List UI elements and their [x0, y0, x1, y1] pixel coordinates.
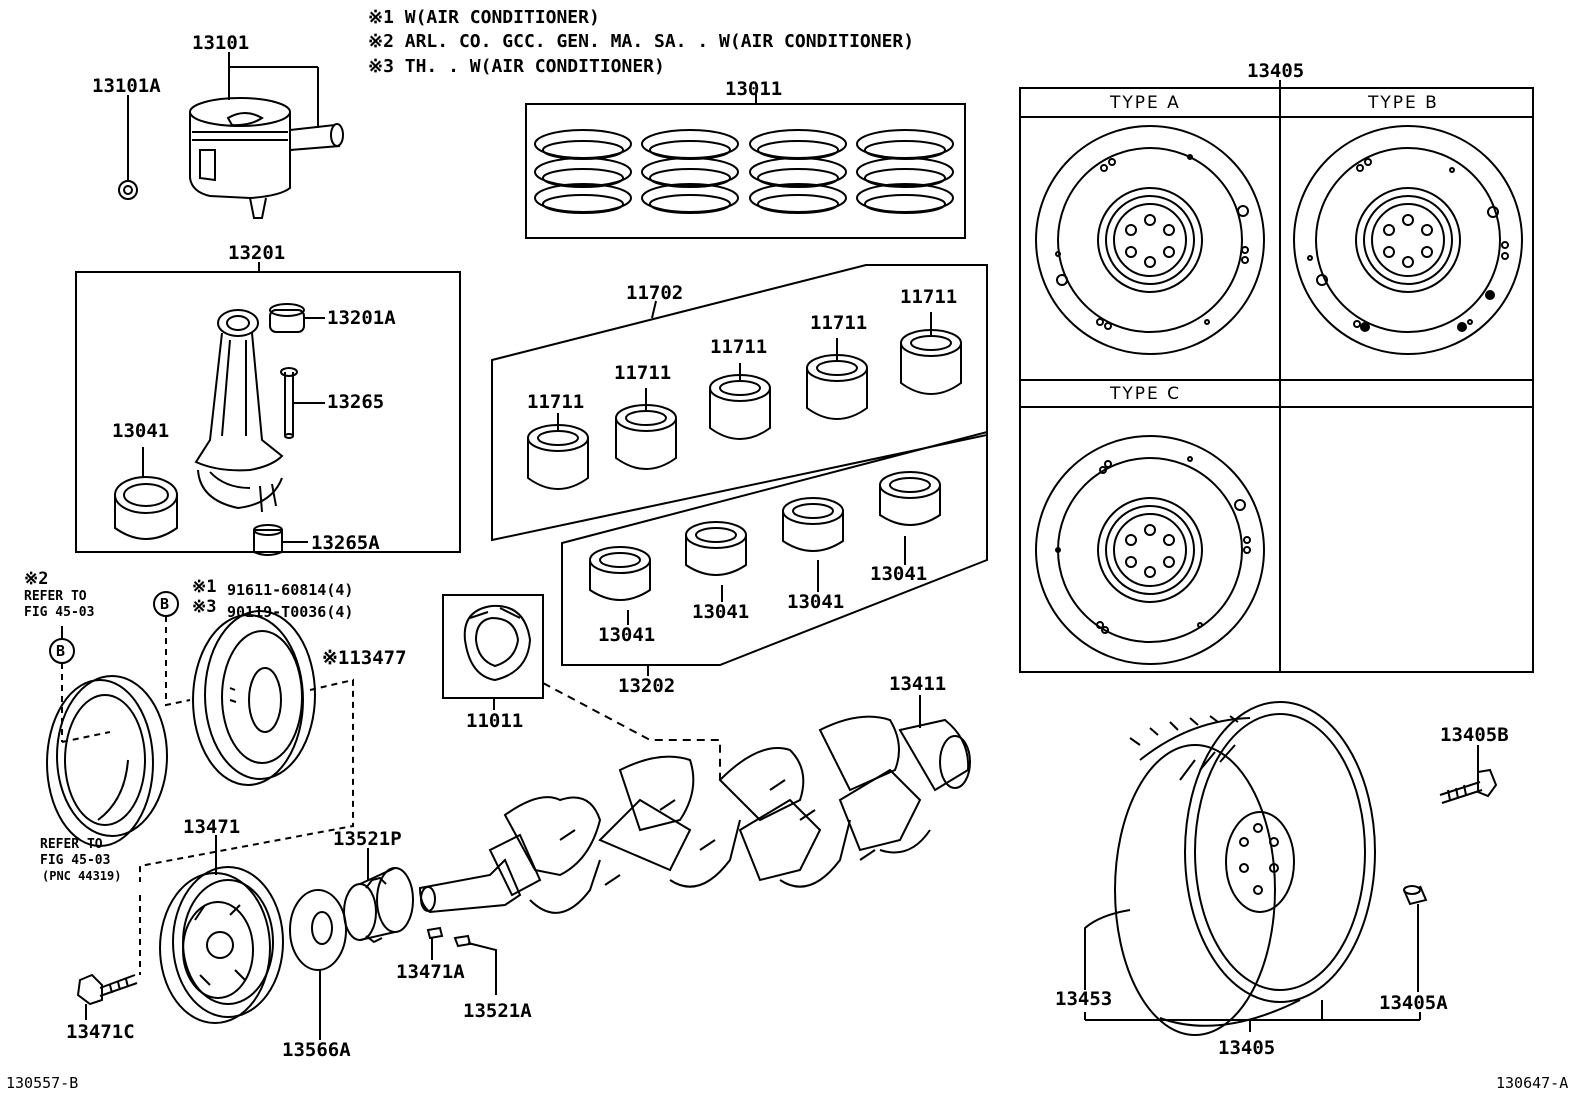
label-13566a: 13566A [282, 1039, 351, 1061]
label-bolt-91611: 91611-60814(4) [227, 581, 354, 599]
label-11711-2: 11711 [614, 362, 672, 384]
ref-mark2: ※2 [24, 569, 49, 589]
label-13101: 13101 [192, 32, 250, 54]
ref-bottom-line2: FIG 45-03 [40, 853, 111, 868]
label-13471: 13471 [183, 816, 241, 838]
rings-frame [526, 104, 965, 238]
bolt-13471c [78, 975, 137, 1004]
label-11702: 11702 [626, 282, 684, 304]
label-13411: 13411 [889, 673, 947, 695]
circle-b-right-text: B [160, 595, 170, 613]
pulley-b [47, 676, 167, 846]
thrust-washer [465, 606, 530, 680]
label-11711-5: 11711 [900, 286, 958, 308]
main-bearings-upper [528, 330, 961, 489]
flywheel-type-b [1294, 126, 1522, 354]
label-13041-rod: 13041 [112, 420, 170, 442]
label-13405-bottom: 13405 [1218, 1037, 1276, 1059]
lower-bearing-frame [562, 432, 987, 665]
rod-bearing [115, 477, 177, 539]
main-bearings-lower [590, 472, 940, 600]
label-11011: 11011 [466, 710, 524, 732]
label-13101a: 13101A [92, 75, 161, 97]
keys [428, 928, 470, 946]
label-mark1: ※1 [192, 577, 217, 597]
type-b-header: TYPE B [1368, 93, 1439, 113]
label-13405-top: 13405 [1247, 60, 1305, 82]
ref-bottom-line1: REFER TO [40, 837, 103, 852]
figure-id-right: 130647-A [1496, 1074, 1569, 1092]
label-13041-2: 13041 [692, 601, 750, 623]
label-11711-3: 11711 [710, 336, 768, 358]
label-13041-4: 13041 [870, 563, 928, 585]
label-13521a: 13521A [463, 1000, 532, 1022]
note-2: ※2 ARL. CO. GCC. GEN. MA. SA. . W(AIR CO… [368, 31, 915, 52]
piston-rings [535, 130, 953, 213]
label-13041-3: 13041 [787, 591, 845, 613]
label-13265a: 13265A [311, 532, 380, 554]
flywheel-type-a [1036, 126, 1264, 354]
ref-top-line2: FIG 45-03 [24, 605, 95, 620]
label-13201: 13201 [228, 242, 286, 264]
flywheel-3d [1115, 702, 1375, 1035]
pin-13405a [1404, 886, 1426, 904]
label-bolt-90119: 90119-T0036(4) [227, 603, 354, 621]
label-13405a: 13405A [1379, 992, 1448, 1014]
bolt-13405b [1440, 770, 1496, 803]
main-bearing-frame [492, 265, 987, 540]
piston-illustration [119, 98, 343, 218]
label-13453: 13453 [1055, 988, 1113, 1010]
label-13471a: 13471A [396, 961, 465, 983]
timing-gear-13521p [344, 868, 413, 942]
pulley-13477 [193, 611, 315, 785]
note-1: ※1 W(AIR CONDITIONER) [368, 7, 600, 28]
label-13521p: 13521P [333, 828, 402, 850]
flywheel-type-c [1036, 436, 1264, 664]
label-13471c: 13471C [66, 1021, 135, 1043]
type-c-header: TYPE C [1110, 384, 1182, 404]
label-13201a: 13201A [327, 307, 396, 329]
crank-pulley-13471 [160, 867, 283, 1023]
label-mark3: ※3 [192, 597, 217, 617]
connecting-rod [196, 304, 304, 555]
circle-b-left-text: B [56, 642, 66, 660]
conrod-frame [76, 272, 460, 552]
label-13405b: 13405B [1440, 724, 1509, 746]
label-13011: 13011 [725, 78, 783, 100]
note-3: ※3 TH. . W(AIR CONDITIONER) [368, 56, 665, 77]
crankshaft [420, 717, 970, 913]
washer-13566a [290, 890, 346, 970]
label-11711-4: 11711 [810, 312, 868, 334]
label-13041-1: 13041 [598, 624, 656, 646]
label-13477: ※113477 [322, 647, 407, 669]
thrust-washer-frame [443, 595, 543, 698]
label-13265: 13265 [327, 391, 385, 413]
label-11711-1: 11711 [527, 391, 585, 413]
ref-bottom-line3: (PNC 44319) [42, 869, 122, 883]
label-13202: 13202 [618, 675, 676, 697]
figure-id-left: 130557-B [6, 1074, 79, 1092]
ref-top-line1: REFER TO [24, 589, 87, 604]
type-a-header: TYPE A [1110, 93, 1181, 113]
